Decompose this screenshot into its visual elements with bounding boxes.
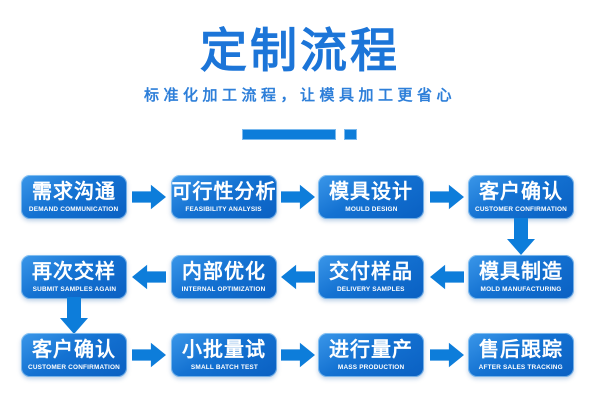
step-label-en: INTERNAL OPTIMIZATION [182, 285, 266, 293]
step-label-zh: 进行量产 [329, 338, 413, 361]
step-label-en: AFTER SALES TRACKING [478, 363, 564, 371]
flow-step-mass-production: 进行量产 MASS PRODUCTION [318, 333, 424, 377]
flow-step-demand-communication: 需求沟通 DEMAND COMMUNICATION [21, 175, 127, 219]
step-label-zh: 客户确认 [32, 338, 116, 361]
step-label-zh: 客户确认 [479, 180, 563, 203]
flow-step-mould-design: 模具设计 MOULD DESIGN [318, 175, 424, 219]
arrow-right-icon [281, 184, 315, 210]
step-label-zh: 小批量试 [182, 338, 266, 361]
flow-step-customer-confirmation-second: 客户确认 CUSTOMER CONFIRMATION [21, 333, 127, 377]
page-subtitle: 标准化加工流程，让模具加工更省心 [143, 87, 456, 104]
arrow-right-icon [132, 342, 166, 368]
step-label-en: DELIVERY SAMPLES [337, 285, 405, 293]
flow-step-mold-manufacturing: 模具制造 MOLD MANUFACTURING [468, 255, 574, 299]
step-label-en: SMALL BATCH TEST [190, 363, 258, 371]
step-label-zh: 模具制造 [479, 260, 563, 283]
step-label-en: FEASIBILITY ANALYSIS [185, 205, 263, 213]
step-label-zh: 再次交样 [32, 260, 116, 283]
step-label-en: MOULD DESIGN [344, 205, 398, 213]
step-label-en: CUSTOMER CONFIRMATION [475, 205, 567, 213]
step-label-zh: 内部优化 [182, 260, 266, 283]
flow-step-customer-confirmation-first: 客户确认 CUSTOMER CONFIRMATION [468, 175, 574, 219]
flow-step-submit-samples-again: 再次交样 SUBMIT SAMPLES AGAIN [21, 255, 127, 299]
step-label-en: MOLD MANUFACTURING [480, 285, 562, 293]
divider-square-icon [344, 129, 357, 140]
arrow-right-icon [281, 342, 315, 368]
step-label-zh: 需求沟通 [32, 180, 116, 203]
flow-step-small-batch-test: 小批量试 SMALL BATCH TEST [171, 333, 277, 377]
step-label-en: DEMAND COMMUNICATION [29, 205, 119, 213]
divider-bar-icon [242, 129, 336, 140]
flow-step-internal-optimization: 内部优化 INTERNAL OPTIMIZATION [171, 255, 277, 299]
arrow-left-icon [281, 264, 315, 290]
arrow-right-icon [430, 184, 464, 210]
flow-step-feasibility-analysis: 可行性分析 FEASIBILITY ANALYSIS [171, 175, 277, 219]
arrow-left-icon [430, 264, 464, 290]
arrow-left-icon [132, 264, 166, 290]
step-label-zh: 交付样品 [329, 260, 413, 283]
step-label-zh: 售后跟踪 [479, 338, 563, 361]
page-title: 定制流程 [200, 24, 400, 77]
arrow-down-icon [507, 218, 535, 255]
arrow-right-icon [132, 184, 166, 210]
step-label-zh: 模具设计 [329, 180, 413, 203]
step-label-en: MASS PRODUCTION [337, 363, 405, 371]
step-label-zh: 可行性分析 [171, 180, 277, 203]
arrow-right-icon [430, 342, 464, 368]
arrow-down-icon [60, 297, 88, 334]
step-label-en: SUBMIT SAMPLES AGAIN [32, 285, 116, 293]
step-label-en: CUSTOMER CONFIRMATION [28, 363, 120, 371]
flow-step-delivery-samples: 交付样品 DELIVERY SAMPLES [318, 255, 424, 299]
flow-step-after-sales-tracking: 售后跟踪 AFTER SALES TRACKING [468, 333, 574, 377]
